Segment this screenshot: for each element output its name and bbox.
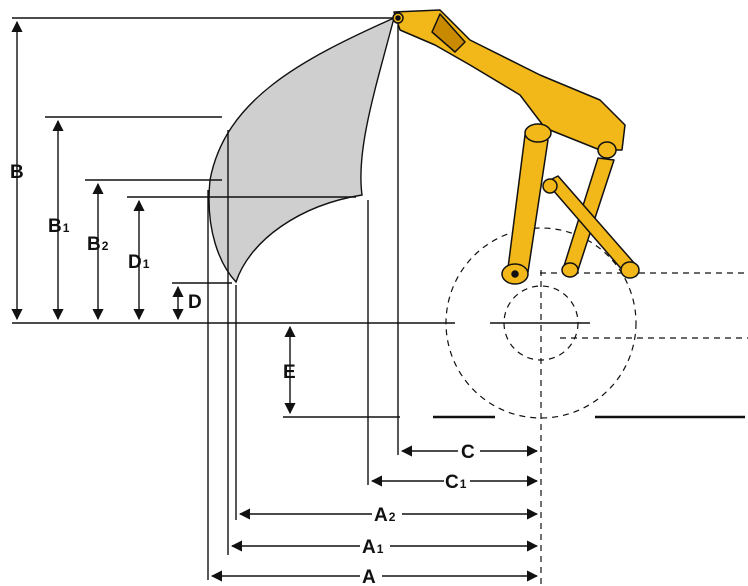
label-d: D <box>188 292 202 313</box>
dimension-labels: B B1 B2 D1 D E C C1 A2 A1 A <box>10 162 480 586</box>
label-a1: A1 <box>362 537 384 558</box>
label-b2: B2 <box>87 234 109 255</box>
label-a2: A2 <box>374 505 396 526</box>
extension-lines <box>12 17 399 580</box>
ground-lines <box>12 322 745 419</box>
label-b1: B1 <box>48 216 70 237</box>
label-b: B <box>10 162 24 183</box>
label-a: A <box>362 567 376 586</box>
label-c1: C1 <box>445 472 467 493</box>
boom <box>393 9 626 151</box>
main-cylinder <box>507 134 549 273</box>
label-d1: D1 <box>128 252 150 273</box>
excavator-arm <box>392 9 640 285</box>
label-e: E <box>283 362 296 383</box>
reach-envelope <box>208 16 396 284</box>
wheel-outline <box>445 227 748 586</box>
label-c: C <box>461 442 475 463</box>
vertical-dimensions <box>11 20 296 415</box>
